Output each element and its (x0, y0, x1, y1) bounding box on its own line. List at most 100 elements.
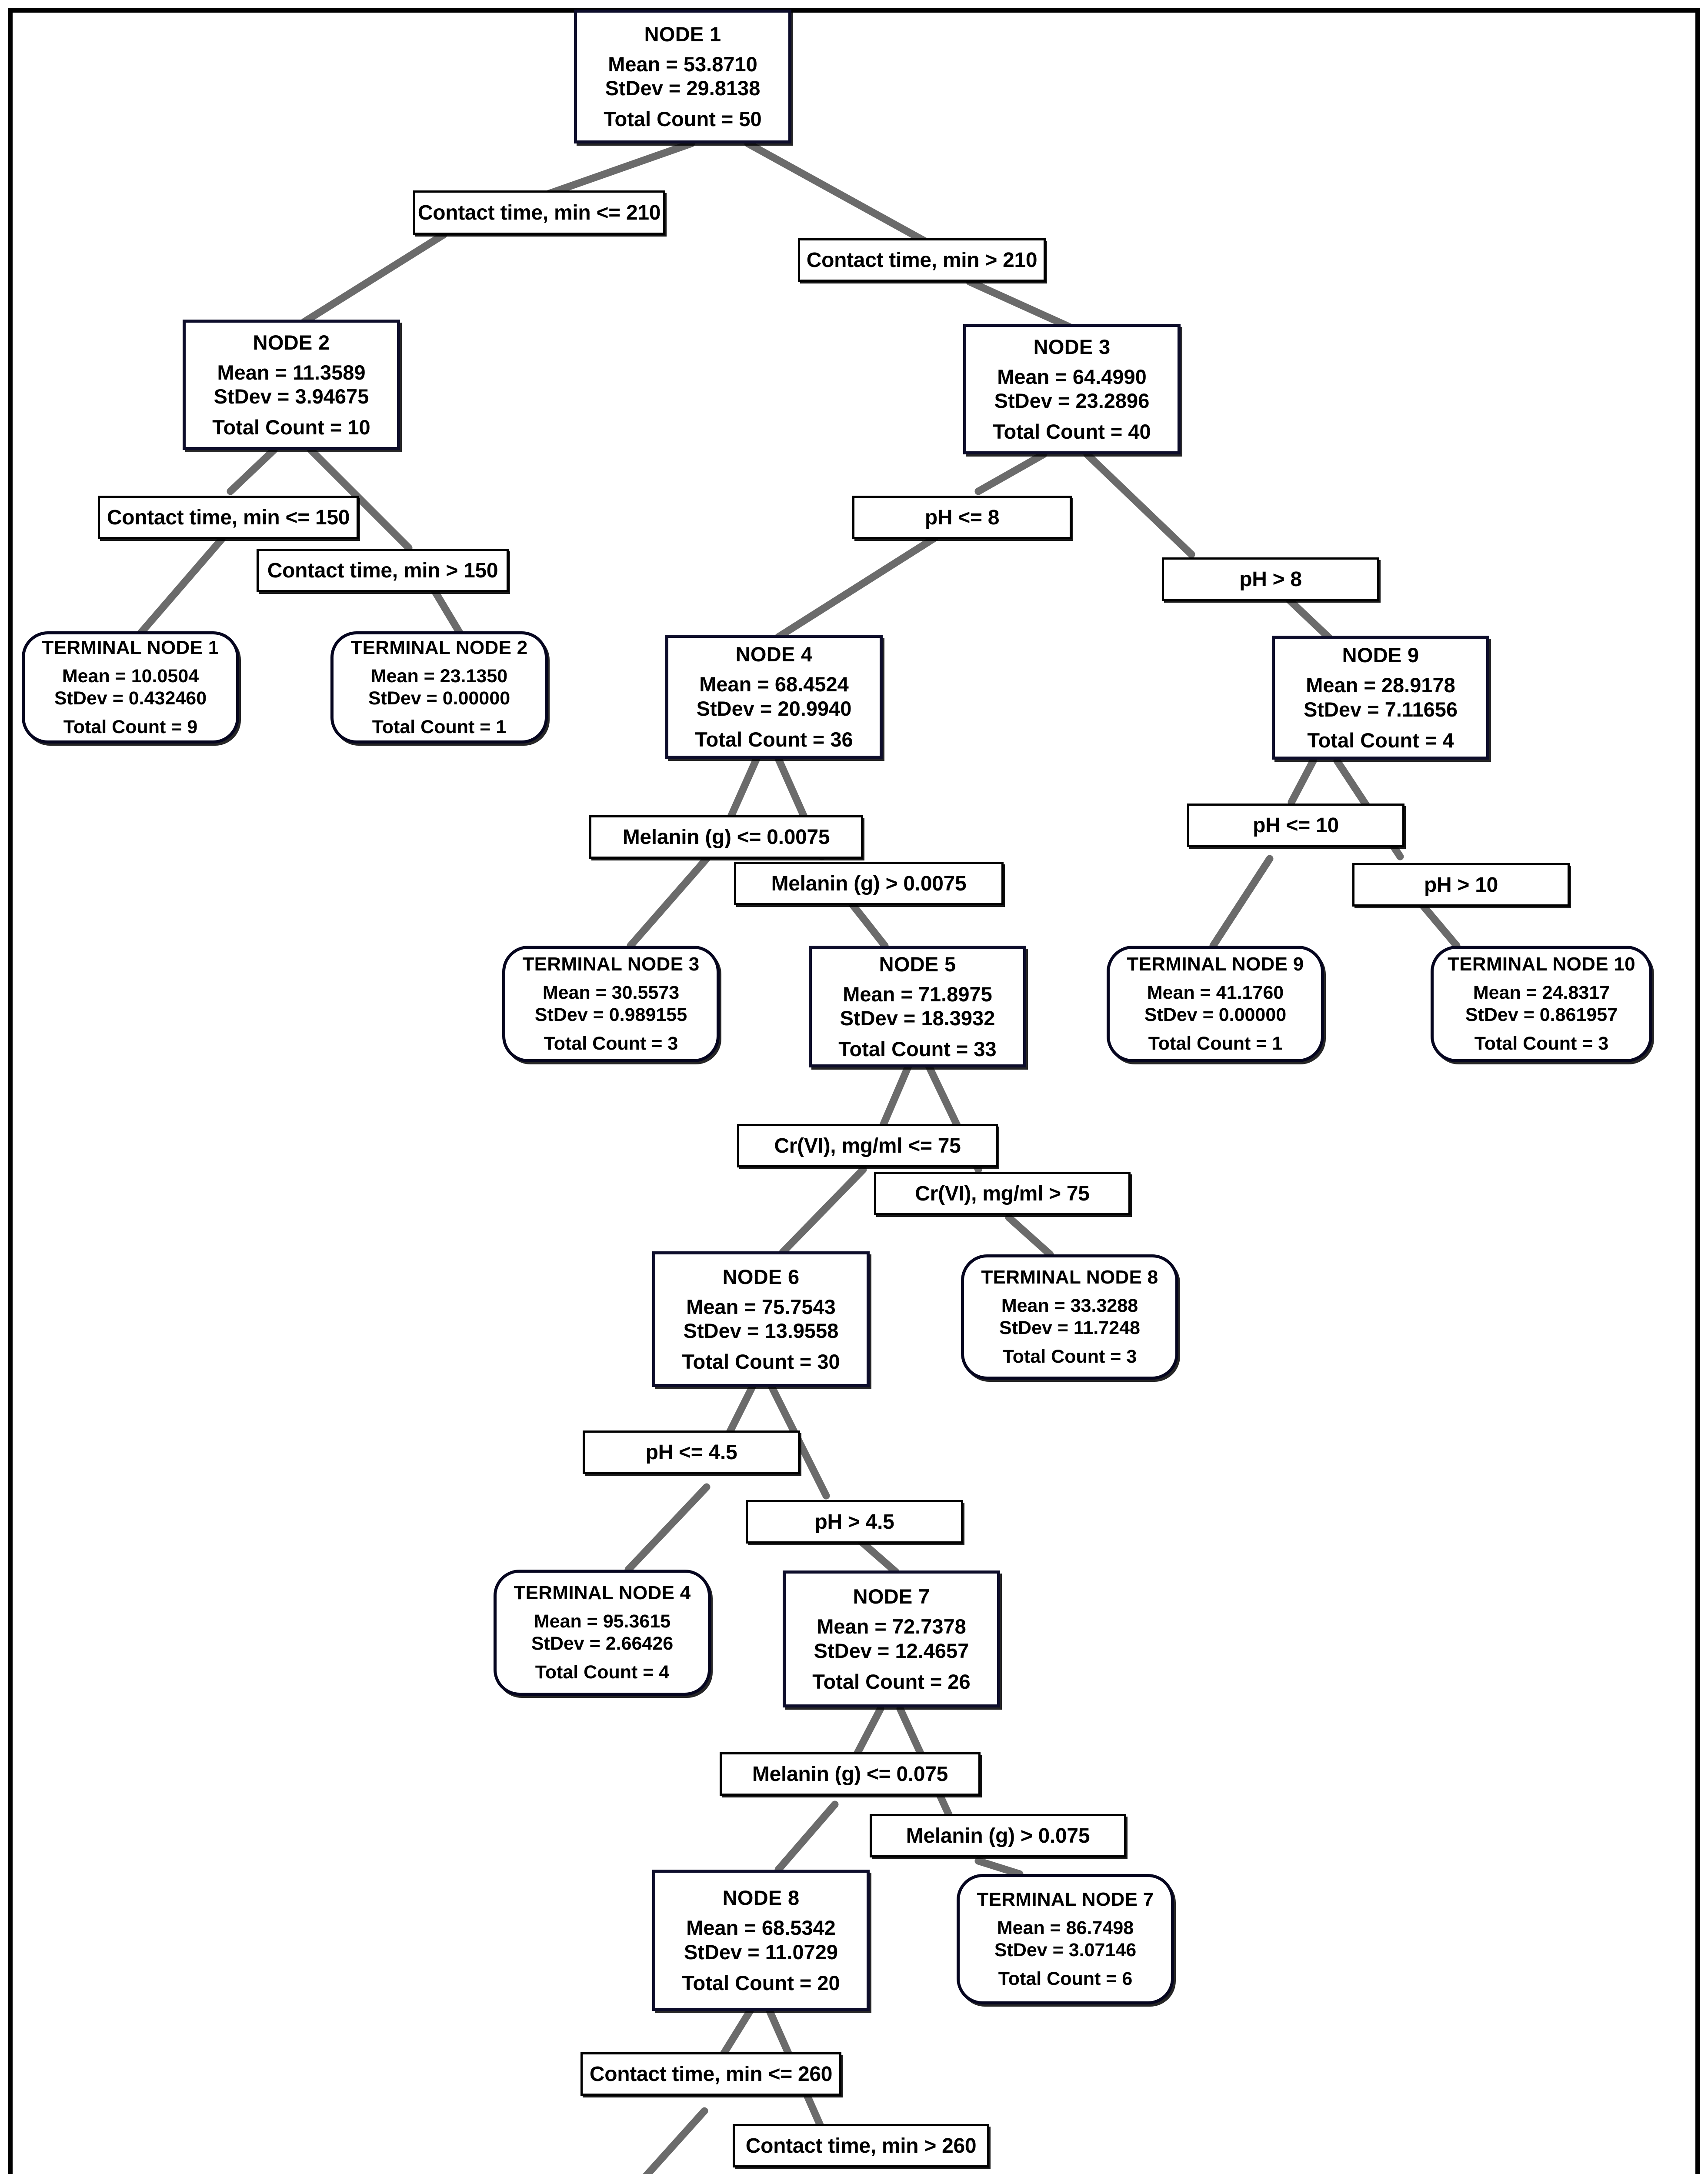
split-label-ph-8-right[interactable]: pH > 8 (1162, 557, 1379, 601)
node-stats: Mean = 11.3589 StDev = 3.94675 (214, 360, 369, 409)
node-stdev: StDev = 11.0729 (684, 1940, 838, 1964)
tree-node-terminal-7[interactable]: TERMINAL NODE 7 Mean = 86.7498 StDev = 3… (957, 1874, 1174, 2004)
split-label-ph-45-left[interactable]: pH <= 4.5 (583, 1430, 800, 1474)
split-label-melanin-00075-left[interactable]: Melanin (g) <= 0.0075 (589, 815, 863, 859)
tree-node-node8[interactable]: NODE 8 Mean = 68.5342 StDev = 11.0729 To… (652, 1870, 870, 2011)
node-stdev: StDev = 3.07146 (994, 1939, 1137, 1961)
tree-node-node9[interactable]: NODE 9 Mean = 28.9178 StDev = 7.11656 To… (1272, 636, 1489, 760)
node-mean: Mean = 71.8975 (843, 982, 992, 1006)
node-stats: Mean = 41.1760 StDev = 0.00000 (1144, 982, 1286, 1026)
node-mean: Mean = 33.3288 (1001, 1295, 1138, 1316)
split-label-ph-8-left[interactable]: pH <= 8 (852, 496, 1072, 539)
edge-node1-to-split-right (744, 140, 941, 252)
edge-split-to-tn10 (1418, 900, 1461, 950)
node-count: Total Count = 10 (212, 416, 370, 439)
edge-split-to-tn7 (974, 1857, 1024, 1878)
node-title: TERMINAL NODE 2 (350, 637, 528, 658)
split-text: Contact time, min <= 150 (107, 506, 350, 529)
tree-node-terminal-9[interactable]: TERMINAL NODE 9 Mean = 41.1760 StDev = 0… (1107, 946, 1324, 1062)
node-stats: Mean = 30.5573 StDev = 0.989155 (535, 982, 687, 1026)
split-label-ph-10-right[interactable]: pH > 10 (1352, 863, 1570, 907)
tree-node-node2[interactable]: NODE 2 Mean = 11.3589 StDev = 3.94675 To… (183, 320, 400, 450)
node-stdev: StDev = 0.432460 (54, 687, 207, 709)
split-text: Melanin (g) > 0.0075 (771, 872, 967, 895)
edge-node3-to-split-right (1083, 450, 1195, 558)
split-text: Contact time, min > 210 (806, 248, 1037, 272)
split-label-contact-time-150-right[interactable]: Contact time, min > 150 (257, 549, 509, 592)
node-mean: Mean = 30.5573 (542, 982, 680, 1003)
node-mean: Mean = 68.4524 (699, 673, 849, 696)
node-title: TERMINAL NODE 10 (1448, 953, 1635, 975)
node-mean: Mean = 72.7378 (817, 1615, 966, 1638)
node-count: Total Count = 6 (998, 1968, 1133, 1990)
edge-node4-to-split-left (727, 755, 761, 821)
node-title: NODE 9 (1342, 644, 1419, 667)
node-count: Total Count = 33 (838, 1037, 997, 1061)
tree-node-node6[interactable]: NODE 6 Mean = 75.7543 StDev = 13.9558 To… (652, 1251, 870, 1387)
node-count: Total Count = 3 (1002, 1346, 1137, 1367)
split-label-melanin-0075-right[interactable]: Melanin (g) > 0.075 (870, 1814, 1126, 1857)
node-title: NODE 3 (1033, 335, 1111, 358)
node-count: Total Count = 40 (993, 420, 1151, 443)
node-mean: Mean = 24.8317 (1473, 982, 1610, 1003)
tree-node-node7[interactable]: NODE 7 Mean = 72.7378 StDev = 12.4657 To… (783, 1570, 1000, 1707)
node-stdev: StDev = 0.00000 (368, 687, 510, 709)
node-title: TERMINAL NODE 7 (977, 1888, 1154, 1910)
node-stdev: StDev = 0.00000 (1144, 1004, 1287, 1025)
split-text: pH > 4.5 (814, 1510, 894, 1534)
node-stdev: StDev = 11.7248 (999, 1317, 1140, 1338)
node-count: Total Count = 9 (63, 717, 198, 738)
node-count: Total Count = 1 (372, 717, 507, 738)
tree-node-node3[interactable]: NODE 3 Mean = 64.4990 StDev = 23.2896 To… (963, 324, 1181, 454)
node-stats: Mean = 68.4524 StDev = 20.9940 (697, 672, 852, 720)
split-label-melanin-0075-left[interactable]: Melanin (g) <= 0.075 (720, 1752, 981, 1796)
split-label-contact-time-260-right[interactable]: Contact time, min > 260 (733, 2124, 989, 2167)
tree-node-terminal-10[interactable]: TERMINAL NODE 10 Mean = 24.8317 StDev = … (1431, 946, 1652, 1062)
split-label-crvi-75-left[interactable]: Cr(VI), mg/ml <= 75 (737, 1124, 998, 1167)
tree-node-terminal-4[interactable]: TERMINAL NODE 4 Mean = 95.3615 StDev = 2… (494, 1570, 711, 1696)
node-title: TERMINAL NODE 9 (1127, 953, 1304, 975)
node-mean: Mean = 41.1760 (1147, 982, 1284, 1003)
edge-node2-to-split-left (227, 446, 278, 495)
split-text: Cr(VI), mg/ml > 75 (915, 1182, 1090, 1205)
tree-node-terminal-2[interactable]: TERMINAL NODE 2 Mean = 23.1350 StDev = 0… (330, 631, 548, 744)
node-count: Total Count = 36 (695, 727, 853, 751)
tree-node-terminal-8[interactable]: TERMINAL NODE 8 Mean = 33.3288 StDev = 1… (961, 1254, 1178, 1380)
split-text: Cr(VI), mg/ml <= 75 (774, 1134, 961, 1157)
split-label-crvi-75-right[interactable]: Cr(VI), mg/ml > 75 (874, 1172, 1131, 1215)
split-label-melanin-00075-right[interactable]: Melanin (g) > 0.0075 (734, 862, 1004, 905)
tree-node-terminal-3[interactable]: TERMINAL NODE 3 Mean = 30.5573 StDev = 0… (502, 946, 720, 1062)
node-stats: Mean = 71.8975 StDev = 18.3932 (840, 982, 995, 1030)
node-title: NODE 6 (722, 1265, 800, 1288)
split-text: Contact time, min > 150 (267, 559, 498, 582)
node-mean: Mean = 23.1350 (370, 665, 508, 687)
tree-node-node1[interactable]: NODE 1 Mean = 53.8710 StDev = 29.8138 To… (574, 10, 791, 143)
split-text: pH > 8 (1239, 567, 1302, 591)
split-label-contact-time-210-right[interactable]: Contact time, min > 210 (798, 238, 1046, 282)
node-stdev: StDev = 20.9940 (696, 697, 852, 720)
edge-split-to-node2 (300, 231, 447, 326)
node-mean: Mean = 11.3589 (217, 360, 366, 384)
edge-split-to-tn9 (1209, 855, 1274, 950)
node-stats: Mean = 68.5342 StDev = 11.0729 (684, 1916, 838, 1964)
split-label-ph-10-left[interactable]: pH <= 10 (1187, 804, 1404, 847)
node-title: NODE 7 (853, 1585, 930, 1608)
node-title: TERMINAL NODE 1 (42, 637, 219, 658)
edge-split-to-node9 (1285, 596, 1334, 643)
split-label-contact-time-260-left[interactable]: Contact time, min <= 260 (580, 2052, 841, 2096)
node-stats: Mean = 24.8317 StDev = 0.861957 (1465, 982, 1618, 1026)
node-mean: Mean = 64.4990 (997, 365, 1147, 388)
edge-split-to-tn1 (135, 535, 226, 639)
node-title: NODE 2 (253, 330, 330, 354)
split-label-ph-45-right[interactable]: pH > 4.5 (746, 1500, 963, 1544)
edge-split-to-tn2 (431, 587, 465, 639)
tree-node-node5[interactable]: NODE 5 Mean = 71.8975 StDev = 18.3932 To… (809, 946, 1026, 1067)
node-stats: Mean = 23.1350 StDev = 0.00000 (368, 665, 510, 709)
tree-node-terminal-1[interactable]: TERMINAL NODE 1 Mean = 10.0504 StDev = 0… (22, 631, 239, 744)
tree-node-node4[interactable]: NODE 4 Mean = 68.4524 StDev = 20.9940 To… (665, 635, 883, 759)
split-label-contact-time-210-left[interactable]: Contact time, min <= 210 (413, 190, 665, 235)
split-label-contact-time-150-left[interactable]: Contact time, min <= 150 (98, 496, 359, 539)
split-text: Melanin (g) <= 0.075 (752, 1762, 948, 1786)
node-stdev: StDev = 18.3932 (840, 1007, 995, 1030)
node-mean: Mean = 86.7498 (997, 1917, 1134, 1938)
